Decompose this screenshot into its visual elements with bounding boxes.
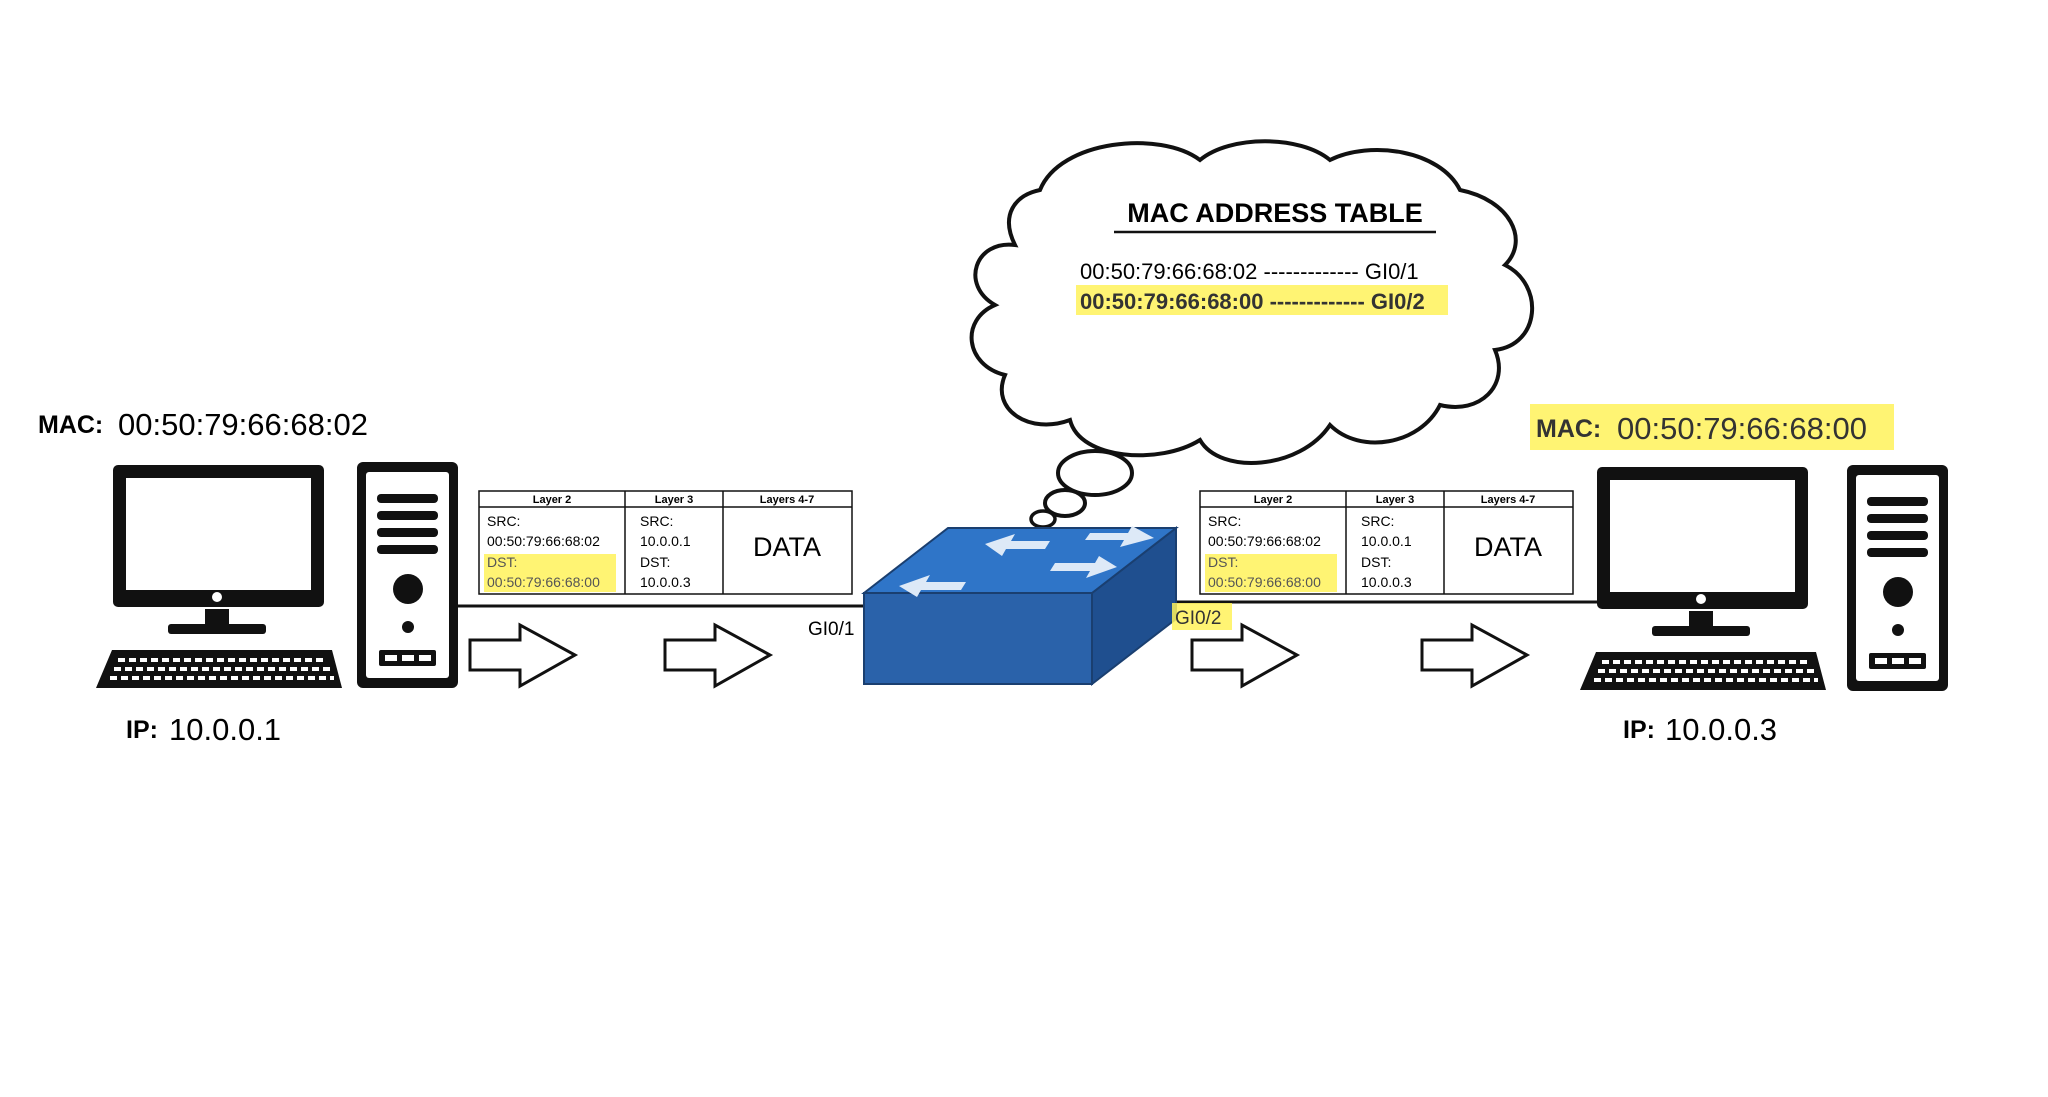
left-mac-label: MAC: — [38, 411, 103, 439]
frame-left-l3-dst: 10.0.0.3 — [640, 574, 691, 590]
left-ip-label: IP: — [126, 716, 158, 744]
frame-left-header-l3: Layer 3 — [655, 494, 694, 506]
frame-right-l2-dst: 00:50:79:66:68:00 — [1208, 574, 1321, 590]
left-tower — [357, 462, 458, 688]
mac-table-row-2: 00:50:79:66:68:00 ------------- GI0/2 — [1080, 289, 1425, 314]
frame-left-l3-src-label: SRC: — [640, 513, 673, 529]
right-monitor — [1597, 467, 1808, 636]
right-tower — [1847, 465, 1948, 691]
frame-left-l2-dst: 00:50:79:66:68:00 — [487, 574, 600, 590]
frame-right-l3-dst: 10.0.0.3 — [1361, 574, 1412, 590]
right-keyboard — [1580, 652, 1826, 690]
frame-right-header-l3: Layer 3 — [1376, 494, 1415, 506]
arrow-right-icon — [468, 622, 579, 689]
frame-right-l3-src: 10.0.0.1 — [1361, 533, 1412, 549]
right-ip-value: 10.0.0.3 — [1665, 712, 1777, 747]
arrow-right-icon — [1420, 622, 1531, 689]
frame-right-header-l47: Layers 4-7 — [1481, 494, 1535, 506]
arrow-right-icon — [1190, 622, 1301, 689]
left-mac-value: 00:50:79:66:68:02 — [118, 407, 368, 442]
switch-icon — [861, 525, 1179, 687]
frame-left-l2-src-label: SRC: — [487, 513, 520, 529]
frame-left-header-l2: Layer 2 — [533, 494, 572, 506]
frame-right-l3-dst-label: DST: — [1361, 554, 1391, 570]
frame-right-l2-src-label: SRC: — [1208, 513, 1241, 529]
mac-table-title: MAC ADDRESS TABLE — [1127, 198, 1423, 228]
frame-right-l3-src-label: SRC: — [1361, 513, 1394, 529]
switch-port-right: GI0/2 — [1175, 608, 1221, 629]
switch-port-right-highlight — [1172, 603, 1232, 630]
switch-port-left: GI0/1 — [808, 619, 854, 640]
right-mac-highlight — [1530, 404, 1894, 450]
right-ip-label: IP: — [1623, 716, 1655, 744]
arrow-right-icon — [663, 622, 774, 689]
frame-right-l2-src: 00:50:79:66:68:02 — [1208, 533, 1321, 549]
frame-right-header-l2: Layer 2 — [1254, 494, 1293, 506]
frame-left-l3-src: 10.0.0.1 — [640, 533, 691, 549]
left-monitor — [113, 465, 324, 634]
frame-right-l2-dst-label: DST: — [1208, 554, 1238, 570]
mac-table-row-2-highlight — [1076, 285, 1448, 315]
frame-left-l2-dst-label: DST: — [487, 554, 517, 570]
left-ip-value: 10.0.0.1 — [169, 712, 281, 747]
frame-right-data: DATA — [1474, 532, 1542, 562]
frame-left-data: DATA — [753, 532, 821, 562]
frame-left-l2-src: 00:50:79:66:68:02 — [487, 533, 600, 549]
frame-right — [1199, 490, 1574, 595]
right-mac-label: MAC: — [1536, 415, 1601, 443]
right-mac-value: 00:50:79:66:68:00 — [1617, 411, 1867, 446]
mac-table-row-1: 00:50:79:66:68:02 ------------- GI0/1 — [1080, 259, 1419, 284]
frame-left-l3-dst-label: DST: — [640, 554, 670, 570]
frame-left-header-l47: Layers 4-7 — [760, 494, 814, 506]
frame-left — [478, 490, 853, 595]
left-keyboard — [96, 650, 342, 688]
